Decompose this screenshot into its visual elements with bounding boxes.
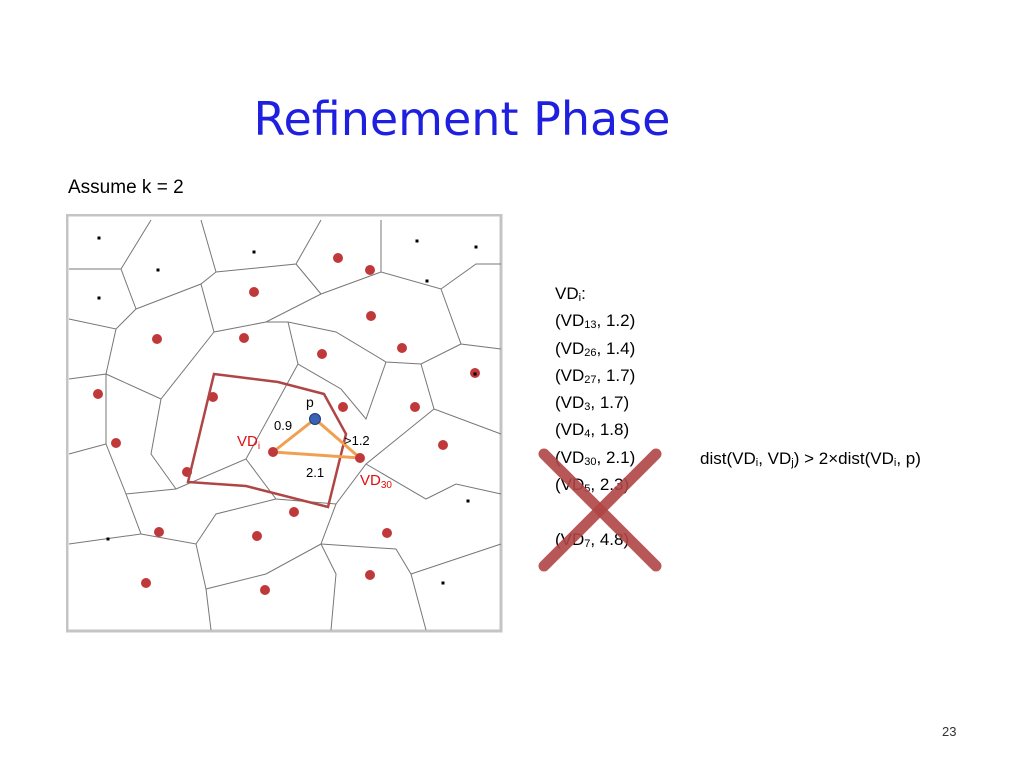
voronoi-site bbox=[410, 402, 420, 412]
header-sub: i bbox=[578, 292, 582, 304]
empty-cell-marker bbox=[97, 236, 101, 240]
voronoi-site bbox=[365, 265, 375, 275]
pruning-condition: dist(VDi, VDj) > 2×dist(VDi, p) bbox=[700, 449, 921, 469]
empty-cell-marker bbox=[415, 239, 419, 243]
voronoi-site bbox=[239, 333, 249, 343]
empty-cell-marker bbox=[97, 296, 101, 300]
voronoi-edge bbox=[200, 283, 322, 333]
label-vdi: VDi bbox=[237, 433, 260, 452]
voronoi-site bbox=[365, 570, 375, 580]
site-vd30 bbox=[355, 453, 365, 463]
label-vd30: VD30 bbox=[360, 472, 392, 491]
voronoi-edge bbox=[140, 498, 277, 545]
voronoi-edge bbox=[320, 503, 337, 631]
empty-cell-marker bbox=[474, 245, 478, 249]
empty-cell-marker bbox=[252, 250, 256, 254]
voronoi-site bbox=[141, 578, 151, 588]
empty-cell-marker bbox=[106, 537, 110, 541]
voronoi-site bbox=[366, 311, 376, 321]
voronoi-edge bbox=[287, 321, 387, 420]
label-dist-p-vd30: >1.2 bbox=[344, 433, 370, 448]
empty-cell-marker bbox=[473, 372, 477, 376]
voronoi-site bbox=[438, 440, 448, 450]
voronoi-edge bbox=[410, 573, 427, 631]
voronoi-edge bbox=[266, 321, 462, 365]
voronoi-edge bbox=[150, 398, 177, 490]
candidate-item: (VD13, 1.2) bbox=[555, 311, 636, 332]
voronoi-site bbox=[397, 343, 407, 353]
slide-title-text: Refinement Phase bbox=[253, 92, 671, 146]
voronoi-site bbox=[154, 527, 164, 537]
voronoi-edge bbox=[135, 219, 217, 310]
slide-title: Refinement Phase bbox=[0, 92, 1024, 146]
voronoi-edge bbox=[68, 268, 137, 330]
assumption-text: Assume k = 2 bbox=[68, 177, 184, 198]
voronoi-site bbox=[260, 585, 270, 595]
label-p: p bbox=[306, 394, 314, 410]
label-vd30-sub: 30 bbox=[381, 480, 393, 491]
label-vdi-sub: i bbox=[258, 441, 260, 452]
pruned-cross-icon bbox=[538, 448, 662, 572]
voronoi-site bbox=[111, 438, 121, 448]
voronoi-edge bbox=[295, 220, 382, 295]
candidate-list-header: VDi: bbox=[555, 280, 635, 307]
voronoi-edge bbox=[205, 543, 322, 590]
candidate-item: (VD3, 1.7) bbox=[555, 393, 630, 414]
voronoi-site bbox=[333, 253, 343, 263]
voronoi-edge bbox=[105, 363, 299, 495]
empty-cell-marker bbox=[156, 268, 160, 272]
distance-triangle bbox=[269, 417, 365, 460]
voronoi-edges bbox=[68, 219, 502, 631]
site-vdi bbox=[268, 447, 278, 457]
diagram-frame bbox=[66, 214, 503, 633]
voronoi-site bbox=[252, 531, 262, 541]
candidate-item: (VD4, 1.8) bbox=[555, 420, 630, 441]
label-vd30-main: VD bbox=[360, 472, 381, 489]
voronoi-edge bbox=[365, 463, 502, 500]
candidate-item: (VD27, 1.7) bbox=[555, 365, 636, 386]
voronoi-diagram: p 0.9 >1.2 2.1 VDi VD30 bbox=[66, 214, 503, 633]
voronoi-edge bbox=[380, 263, 501, 290]
page-number: 23 bbox=[942, 724, 957, 739]
label-vdi-main: VD bbox=[237, 433, 258, 450]
header-main: VD bbox=[555, 284, 579, 303]
voronoi-sites bbox=[93, 253, 480, 595]
voronoi-site bbox=[289, 507, 299, 517]
voronoi-site bbox=[382, 528, 392, 538]
label-dist-vdi-vd30: 2.1 bbox=[306, 465, 324, 480]
voronoi-site bbox=[93, 389, 103, 399]
voronoi-site bbox=[317, 349, 327, 359]
voronoi-site bbox=[208, 392, 218, 402]
query-point-p bbox=[309, 413, 321, 425]
voronoi-site bbox=[338, 402, 348, 412]
label-dist-vdi-p: 0.9 bbox=[274, 418, 292, 433]
empty-cell-marker bbox=[425, 279, 429, 283]
candidate-list: VDi: (VD13, 1.2) (VD26, 1.4) (VD27, 1.7)… bbox=[555, 280, 635, 553]
voronoi-site bbox=[152, 334, 162, 344]
empty-cell-marker bbox=[441, 581, 445, 585]
header-tail: : bbox=[581, 284, 586, 303]
voronoi-edge bbox=[320, 543, 502, 575]
empty-cell-marker bbox=[466, 499, 470, 503]
candidate-item: (VD30, 2.1) bbox=[555, 447, 636, 468]
candidate-item: (VD26, 1.4) bbox=[555, 338, 636, 359]
voronoi-site bbox=[249, 287, 259, 297]
empty-cell-markers bbox=[97, 236, 478, 585]
candidate-region-outline bbox=[186, 372, 348, 509]
